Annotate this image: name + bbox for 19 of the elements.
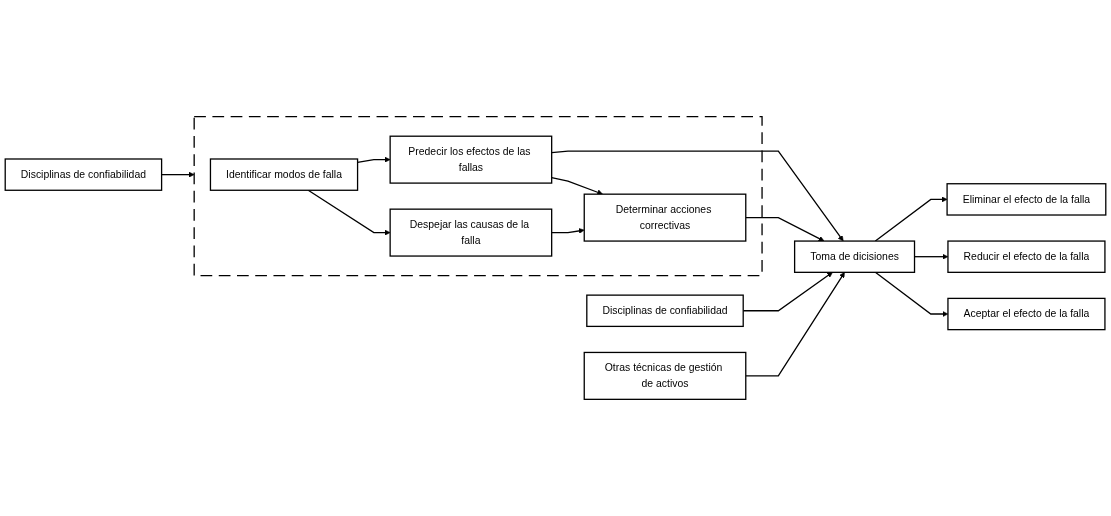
node-box: Predecir los efectos de las fallas [389,135,553,184]
cluster [193,116,763,277]
node-box: Identificar modos de falla [209,158,359,191]
arrow [551,150,844,242]
node-box: Eliminar el efecto de la falla [946,183,1107,216]
node-box: Reducir el efecto de la falla [947,240,1106,273]
node-box: Toma de dicisiones [793,240,916,273]
arrow [307,189,391,236]
arrow [551,228,585,234]
node-box: Disciplinas de confiabilidad [586,294,744,328]
node-box: Despejar las causas de la falla [389,208,553,257]
arrow [745,272,845,377]
node-box: Aceptar el efecto de la falla [947,297,1106,331]
arrow [745,216,825,242]
arrow [874,196,948,242]
arrow [551,176,603,196]
node-box: Disciplinas de confiabilidad [4,158,163,191]
node-box: Otras técnicas de gestión de activos [583,351,747,400]
node-box: Determinar acciones correctivas [583,193,747,242]
